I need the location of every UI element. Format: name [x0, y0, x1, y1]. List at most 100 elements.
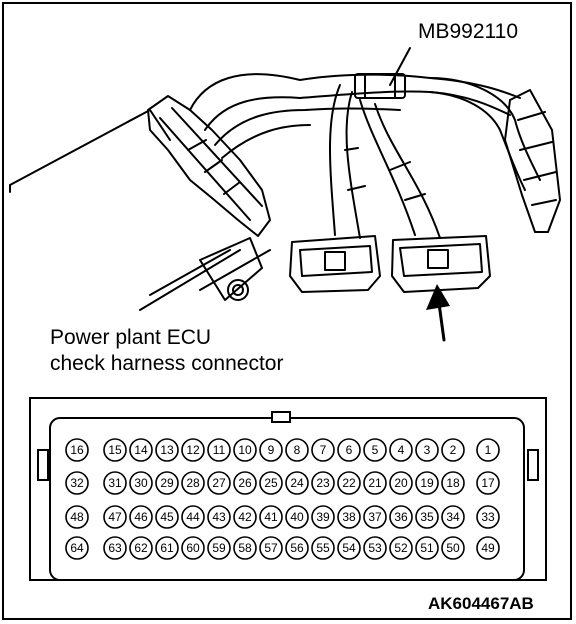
pin-number: 42 — [238, 510, 252, 524]
check-tool-body — [354, 73, 406, 99]
pin-circle — [65, 536, 89, 560]
pin-number: 6 — [346, 443, 353, 457]
pin-29: 29 — [155, 471, 179, 495]
pin-circle — [259, 471, 283, 495]
pin-2: 2 — [441, 438, 465, 462]
pin-number: 4 — [398, 443, 405, 457]
pin-63: 63 — [103, 536, 127, 560]
pin-number: 14 — [134, 443, 148, 457]
pin-circle — [389, 438, 413, 462]
pin-number: 13 — [160, 443, 174, 457]
ecu-side-connector — [147, 95, 271, 237]
pin-circle — [207, 505, 231, 529]
pin-number: 56 — [290, 541, 304, 555]
pin-50: 50 — [441, 536, 465, 560]
pin-number: 24 — [290, 476, 304, 490]
pin-45: 45 — [155, 505, 179, 529]
pin-circle — [415, 471, 439, 495]
pin-circle — [441, 505, 465, 529]
pin-circle — [311, 471, 335, 495]
pin-circle — [389, 536, 413, 560]
pin-18: 18 — [441, 471, 465, 495]
pin-number: 29 — [160, 476, 174, 490]
pin-circle — [129, 536, 153, 560]
pin-20: 20 — [389, 471, 413, 495]
pin-3: 3 — [415, 438, 439, 462]
pin-circle — [337, 505, 361, 529]
pin-circle — [363, 471, 387, 495]
pin-14: 14 — [129, 438, 153, 462]
pin-55: 55 — [311, 536, 335, 560]
pin-number: 39 — [316, 510, 330, 524]
pin-number: 25 — [264, 476, 278, 490]
ecu-mount-hole — [227, 279, 249, 301]
pin-circle — [103, 505, 127, 529]
pin-circle — [103, 471, 127, 495]
pin-circle — [285, 536, 309, 560]
connector-latch-right — [527, 449, 539, 481]
pin-circle — [233, 505, 257, 529]
pin-number: 28 — [186, 476, 200, 490]
pin-number: 48 — [70, 510, 84, 524]
pin-number: 57 — [264, 541, 278, 555]
pin-60: 60 — [181, 536, 205, 560]
pin-17: 17 — [476, 471, 500, 495]
pin-circle — [65, 505, 89, 529]
pin-circle — [207, 471, 231, 495]
pin-44: 44 — [181, 505, 205, 529]
pin-number: 49 — [481, 541, 495, 555]
pin-number: 60 — [186, 541, 200, 555]
pin-circle — [181, 471, 205, 495]
pin-number: 8 — [294, 443, 301, 457]
pin-circle — [129, 438, 153, 462]
pin-circle — [363, 505, 387, 529]
pin-number: 35 — [420, 510, 434, 524]
pin-47: 47 — [103, 505, 127, 529]
pin-number: 3 — [424, 443, 431, 457]
pin-number: 19 — [420, 476, 434, 490]
pin-42: 42 — [233, 505, 257, 529]
pin-number: 51 — [420, 541, 434, 555]
pin-circle — [285, 505, 309, 529]
pin-43: 43 — [207, 505, 231, 529]
pin-number: 23 — [316, 476, 330, 490]
pin-number: 58 — [238, 541, 252, 555]
pin-number: 7 — [320, 443, 327, 457]
pin-number: 44 — [186, 510, 200, 524]
pin-11: 11 — [207, 438, 231, 462]
pin-circle — [415, 536, 439, 560]
pin-number: 34 — [446, 510, 460, 524]
pin-circle — [441, 471, 465, 495]
pin-number: 5 — [372, 443, 379, 457]
pin-53: 53 — [363, 536, 387, 560]
pin-circle — [259, 438, 283, 462]
pin-number: 55 — [316, 541, 330, 555]
pin-number: 20 — [394, 476, 408, 490]
pin-8: 8 — [285, 438, 309, 462]
pin-number: 27 — [212, 476, 226, 490]
pin-number: 50 — [446, 541, 460, 555]
pin-51: 51 — [415, 536, 439, 560]
pin-circle — [259, 536, 283, 560]
check-connector-right — [391, 235, 491, 293]
pin-circle — [337, 438, 361, 462]
pin-number: 2 — [450, 443, 457, 457]
ecu-housing — [9, 109, 271, 311]
pin-54: 54 — [337, 536, 361, 560]
pin-6: 6 — [337, 438, 361, 462]
pin-number: 46 — [134, 510, 148, 524]
pin-number: 37 — [368, 510, 382, 524]
pin-38: 38 — [337, 505, 361, 529]
pin-21: 21 — [363, 471, 387, 495]
pin-number: 11 — [213, 443, 226, 457]
pin-number: 38 — [342, 510, 356, 524]
pin-number: 15 — [108, 443, 122, 457]
pin-circle — [207, 438, 231, 462]
pin-circle — [233, 471, 257, 495]
pin-circle — [311, 438, 335, 462]
pin-9: 9 — [259, 438, 283, 462]
pin-24: 24 — [285, 471, 309, 495]
pin-4: 4 — [389, 438, 413, 462]
